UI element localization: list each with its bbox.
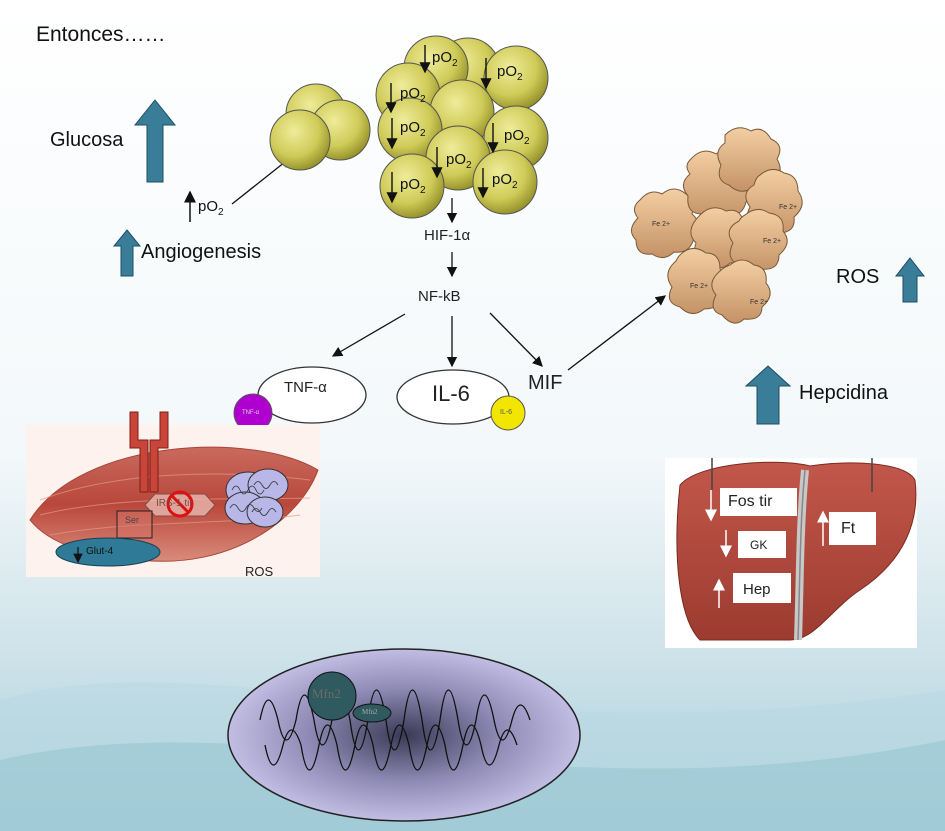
hypoxic-cell-cluster (375, 35, 549, 219)
fe-label: Fe 2+ (690, 283, 709, 290)
fe-label: Fe 2+ (652, 221, 671, 228)
muscle-panel (26, 411, 320, 577)
fe-label: Fe 2+ (763, 238, 782, 245)
small-cell-cluster (269, 83, 371, 171)
cluster-po2-label: pO2 (400, 176, 426, 196)
ros-up-arrow (894, 257, 926, 303)
il6-dot (490, 395, 526, 431)
gk-box: GK (738, 531, 786, 558)
cluster-po2-label: pO2 (400, 85, 426, 105)
fe-label: Fe 2+ (750, 299, 769, 306)
muscle-ros-label: ROS (245, 564, 274, 579)
cluster-po2-label: pO2 (432, 49, 458, 69)
il6-label: IL-6 (432, 381, 470, 406)
angiogenesis-up-arrow (112, 229, 142, 277)
hep-box: Hep (733, 573, 791, 603)
angiogenesis-label: Angiogenesis (141, 241, 262, 263)
glut4-label: Glut-4 (86, 546, 114, 557)
nfkb-label: NF-kB (418, 288, 461, 305)
mfn2-small-ellipse (352, 703, 392, 723)
nfkb-to-tnf-arrow (331, 313, 406, 357)
fos-tir-box: Fos tir (720, 488, 797, 516)
fe-label: Fe 2+ (779, 204, 798, 211)
cluster-po2-label: pO2 (497, 63, 523, 83)
ser-label: Ser (125, 515, 140, 525)
mfn2-big-label: Mfn2 (312, 686, 341, 701)
hif-label: HIF-1α (424, 227, 471, 244)
mif-label: MIF (528, 372, 563, 394)
tnf-label: TNF-α (284, 379, 327, 396)
iron-cells-cluster (631, 127, 803, 324)
mitochondrion (227, 648, 581, 822)
mfn2-small-label: Mfn2 (362, 708, 378, 716)
po2-left-label: pO2 (198, 198, 224, 218)
cluster-po2-label: pO2 (446, 151, 472, 171)
hepcidina-up-arrow (744, 365, 792, 425)
cluster-po2-label: pO2 (400, 119, 426, 139)
ros-label: ROS (836, 266, 880, 288)
ser-box (116, 510, 153, 539)
il6-small-label: IL-6 (500, 409, 513, 416)
ft-box: Ft (829, 512, 876, 545)
glucosa-label: Glucosa (50, 129, 124, 151)
po2-to-spheres-arrow (231, 157, 292, 205)
tnf-small-label: TNF-α (242, 410, 260, 416)
mif-to-adipose-arrow (567, 295, 667, 371)
cluster-po2-label: pO2 (492, 171, 518, 191)
nfkb-to-mif-arrow (489, 312, 543, 367)
irs-label: IRS-1 tir (156, 498, 193, 509)
glucosa-up-arrow (133, 99, 177, 183)
prohibition-icon (166, 490, 194, 518)
liver-panel (665, 458, 917, 648)
cluster-po2-label: pO2 (504, 127, 530, 147)
mfn2-big-circle (307, 671, 357, 721)
page-title: Entonces…… (36, 23, 166, 46)
hepcidina-label: Hepcidina (799, 382, 888, 404)
